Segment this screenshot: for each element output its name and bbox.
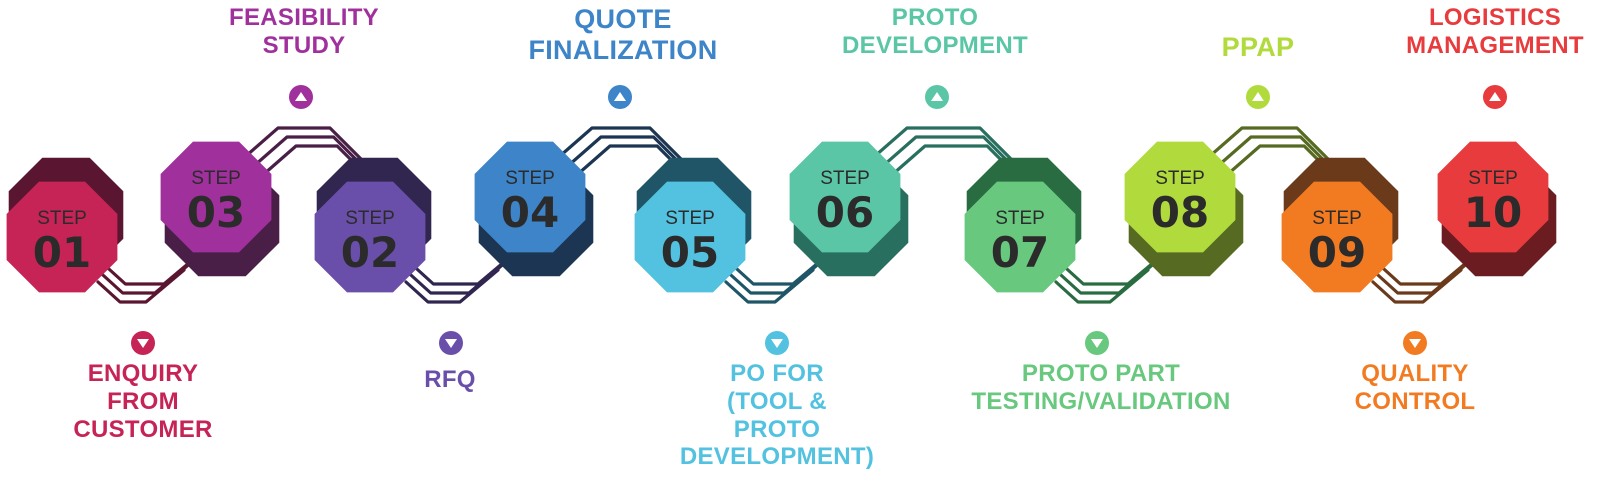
- step-02-step-word: STEP: [345, 208, 395, 229]
- connector-wire-07-08: [1059, 250, 1168, 286]
- step-04-label-line: QUOTE: [574, 4, 672, 34]
- step-01-label-line: FROM: [107, 387, 179, 415]
- step-05-octagon: [634, 181, 746, 293]
- step-09-number: 09: [1308, 228, 1366, 277]
- step-07-marker-icon: [1085, 331, 1109, 355]
- step-01-step-word: STEP: [37, 208, 87, 229]
- step-09-octagon: [1281, 181, 1393, 293]
- step-09-marker-icon: [1403, 331, 1427, 355]
- step-09-step-word: STEP: [1312, 208, 1362, 229]
- step-07-label-line: TESTING/VALIDATION: [971, 387, 1231, 415]
- step-02-label: RFQ: [424, 366, 476, 394]
- step-09-label-line: CONTROL: [1354, 387, 1476, 415]
- step-01-label-line: ENQUIRY: [87, 360, 199, 387]
- step-06-label-line: DEVELOPMENT: [842, 31, 1028, 59]
- step-03-octagon: [160, 141, 272, 253]
- connector-wire-08-09: [1217, 135, 1335, 171]
- step-10-label-line: MANAGEMENT: [1406, 31, 1584, 59]
- step-10-label-line: LOGISTICS: [1428, 4, 1562, 31]
- step-05-label-line: PROTO: [733, 415, 821, 443]
- step-06-octagon: [789, 141, 901, 253]
- connector-wire-09-10: [1376, 250, 1481, 286]
- step-10-octagon: [1437, 141, 1549, 253]
- step-01-marker-icon: [131, 331, 155, 355]
- connector-wire-06-07: [873, 126, 1014, 162]
- step-03-number: 03: [187, 188, 245, 237]
- step-01-label-line: CUSTOMER: [73, 415, 213, 443]
- step-07-number: 07: [991, 228, 1049, 277]
- step-10-step-word: STEP: [1468, 168, 1518, 189]
- step-03-label-line: FEASIBILITY: [229, 4, 379, 31]
- connector-wire-03-02: [253, 135, 368, 171]
- step-10-number: 10: [1464, 188, 1522, 237]
- step-01-number: 01: [33, 228, 91, 277]
- step-05-marker-icon: [765, 331, 789, 355]
- step-02-marker-icon: [439, 331, 463, 355]
- step-08-marker-icon: [1246, 85, 1270, 109]
- connector-wire-05-06: [729, 250, 833, 286]
- connector-wire-03-02: [244, 126, 364, 162]
- step-01-octagon: [6, 181, 118, 293]
- step-04-number: 04: [501, 188, 559, 237]
- step-06-marker-icon: [925, 85, 949, 109]
- step-04-octagon: [474, 141, 586, 253]
- step-08-octagon: [1124, 141, 1236, 253]
- connector-wire-04-05: [558, 126, 684, 162]
- step-03-marker-icon: [289, 85, 313, 109]
- step-08-number: 08: [1151, 188, 1209, 237]
- step-08-label-line: PPAP: [1221, 32, 1295, 62]
- step-05-label-line: (TOOL &: [727, 387, 827, 415]
- step-04-label-line: FINALIZATION: [528, 35, 718, 66]
- step-04-step-word: STEP: [505, 168, 555, 189]
- connector-wire-01-03: [101, 250, 204, 286]
- connector-wire-06-07: [882, 135, 1018, 171]
- step-02-number: 02: [341, 228, 399, 277]
- step-10-marker-icon: [1483, 85, 1507, 109]
- step-04-marker-icon: [608, 85, 632, 109]
- step-02-label-line: RFQ: [424, 366, 476, 393]
- step-07-octagon: [964, 181, 1076, 293]
- step-06-step-word: STEP: [820, 168, 870, 189]
- connector-wire-08-09: [1208, 126, 1331, 162]
- step-02-octagon: [314, 181, 426, 293]
- step-05-number: 05: [661, 228, 719, 277]
- step-06-label-line: PROTO: [891, 4, 979, 31]
- step-08-label: PPAP: [1222, 32, 1295, 63]
- step-03-step-word: STEP: [191, 168, 241, 189]
- step-05-label-line: PO FOR: [730, 360, 824, 387]
- step-09-label-line: QUALITY: [1361, 360, 1469, 387]
- step-06-number: 06: [816, 188, 874, 237]
- step-08-step-word: STEP: [1155, 168, 1205, 189]
- step-05-label-line: DEVELOPMENT): [679, 443, 875, 471]
- step-07-step-word: STEP: [995, 208, 1045, 229]
- connector-wire-02-04: [409, 250, 518, 286]
- connector-wire-04-05: [567, 135, 688, 171]
- step-05-step-word: STEP: [665, 208, 715, 229]
- step-07-label-line: PROTO PART: [1021, 360, 1181, 387]
- step-03-label-line: STUDY: [262, 31, 346, 59]
